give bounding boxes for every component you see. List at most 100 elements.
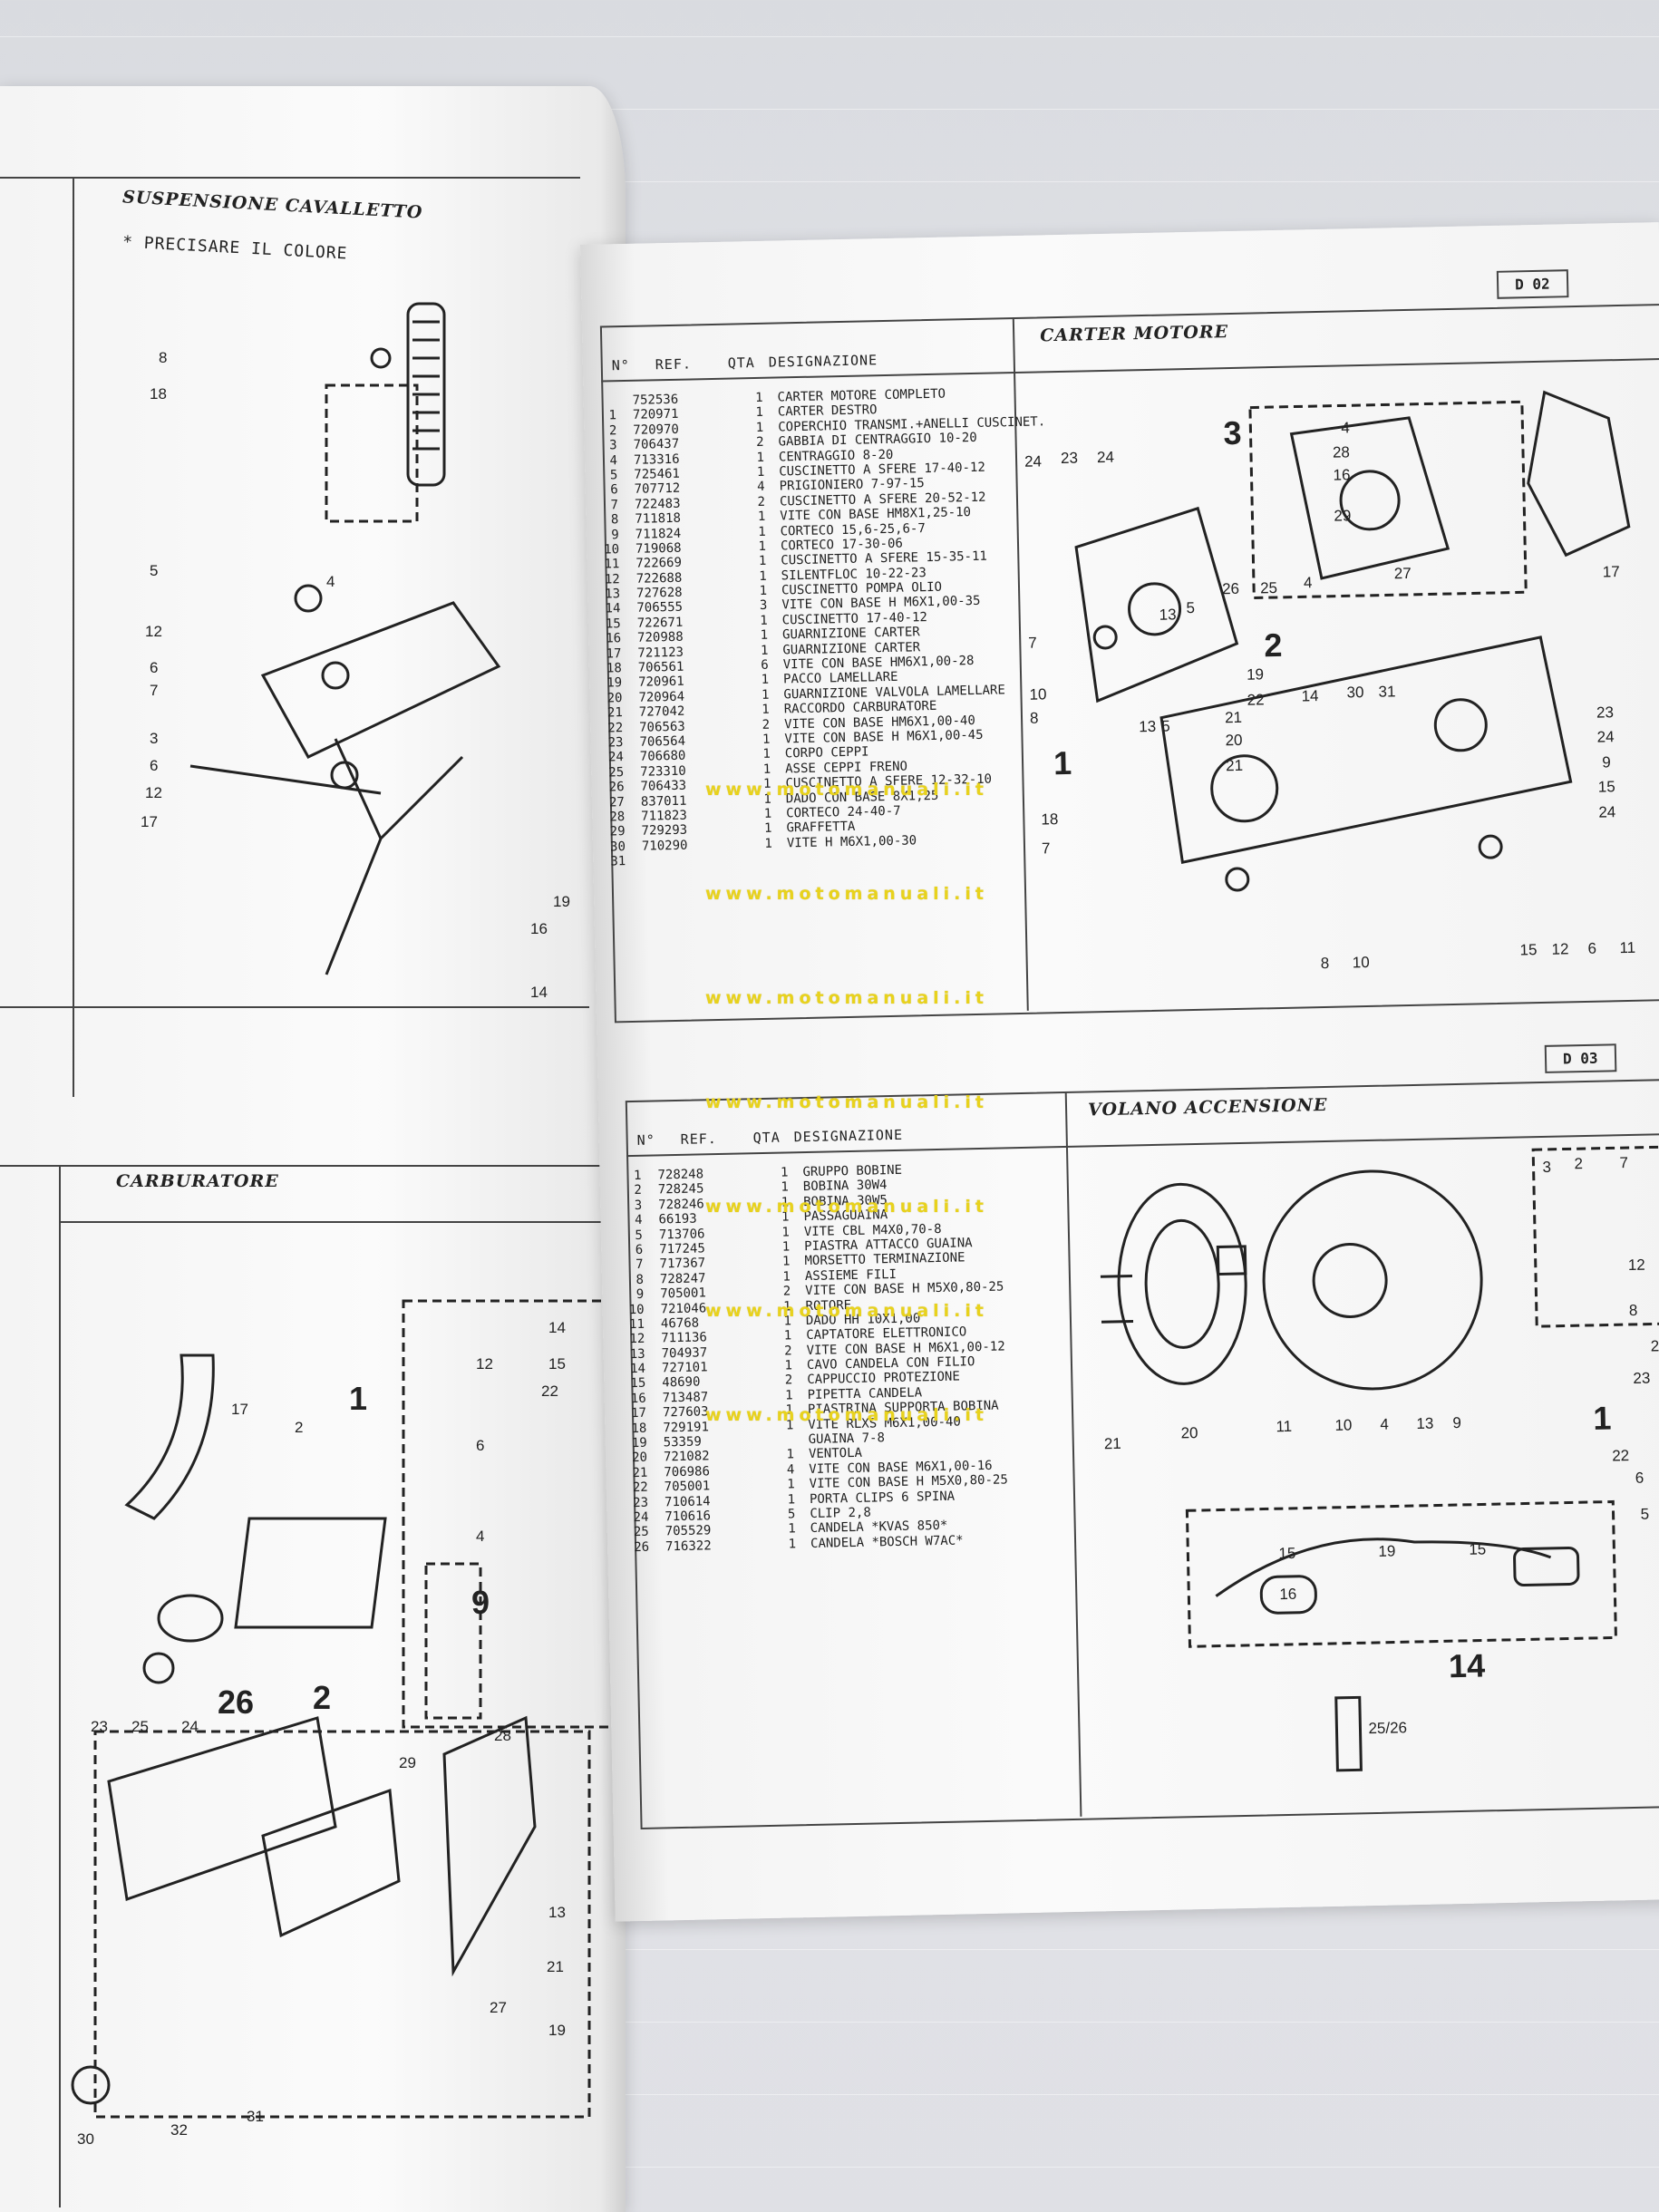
left-margin-rule <box>73 177 74 1097</box>
mid-rule-a <box>0 1006 589 1008</box>
part-number: 25 <box>633 1525 649 1540</box>
callout-12b: 12 <box>145 784 162 801</box>
bottom-left-margin-rule <box>59 1165 61 2207</box>
part-number: 13 <box>605 587 621 602</box>
right-page: D 02 N° REF. QTA DESIGNAZIONE CARTER MOT… <box>580 222 1659 1922</box>
part-number: 26 <box>634 1539 650 1555</box>
part-number: 5 <box>609 468 618 483</box>
part-qty: 1 <box>758 554 767 569</box>
watermark-3: www.motomanuali.it <box>705 988 988 1008</box>
part-number: 18 <box>606 661 622 676</box>
part-qty: 6 <box>761 657 769 673</box>
callout-17: 17 <box>141 813 158 830</box>
part-qty: 2 <box>784 1373 793 1389</box>
d03-callout-1: 1 <box>1593 1399 1612 1436</box>
carb-callout-22: 22 <box>541 1382 558 1400</box>
part-ref <box>626 852 742 869</box>
part-qty: 2 <box>783 1344 792 1359</box>
part-description: GRAFFETTA <box>786 820 856 836</box>
part-qty <box>742 851 772 867</box>
d02-callout-21b: 21 <box>1226 757 1243 774</box>
carb-callout-12: 12 <box>476 1355 493 1373</box>
callout-6: 6 <box>150 659 158 676</box>
part-qty: 1 <box>781 1239 791 1255</box>
section-title-carburetor: CARBURATORE <box>116 1171 279 1191</box>
d03-callout-3: 3 <box>1542 1159 1551 1176</box>
part-number: 13 <box>629 1346 645 1362</box>
part-number: 22 <box>632 1480 648 1496</box>
part-number: 5 <box>635 1227 644 1243</box>
d03-col-qta: QTA <box>752 1129 781 1147</box>
d02-callout-6: 6 <box>1587 940 1596 957</box>
suspension-stand-diagram: 8 18 5 12 4 6 7 3 6 12 17 16 14 13 19 <box>141 302 570 1001</box>
part-qty: 4 <box>757 480 765 495</box>
carb-callout-14: 14 <box>548 1319 566 1336</box>
d02-callout-25: 25 <box>1260 579 1277 597</box>
d02-callout-12: 12 <box>1551 940 1568 957</box>
carb-callout-6: 6 <box>476 1437 484 1454</box>
d02-callout-8b: 8 <box>1321 955 1330 972</box>
part-qty: 1 <box>762 747 771 762</box>
part-number: 15 <box>605 616 621 632</box>
part-qty: 1 <box>785 1388 793 1403</box>
d02-callout-1: 1 <box>1053 744 1072 781</box>
carb-callout-21: 21 <box>547 1958 564 1975</box>
d02-callout-15b: 15 <box>1519 941 1537 958</box>
part-qty: 1 <box>787 1491 796 1508</box>
part-number: 28 <box>609 810 626 825</box>
d02-callout-14: 14 <box>1301 687 1318 704</box>
part-number: 24 <box>607 750 625 765</box>
part-number: 19 <box>631 1435 647 1451</box>
part-number: 19 <box>606 675 623 691</box>
part-description: VITE H M6X1,00-30 <box>786 833 917 851</box>
part-number: 14 <box>629 1361 646 1377</box>
part-number: 16 <box>606 631 622 646</box>
carb-callout-4: 4 <box>476 1528 484 1545</box>
d02-callout-15: 15 <box>1598 778 1615 795</box>
part-qty: 1 <box>756 450 765 465</box>
d03-callout-13: 13 <box>1416 1415 1433 1432</box>
d02-callout-7: 7 <box>1028 635 1037 652</box>
d02-callout-30: 30 <box>1346 684 1363 701</box>
callout-6b: 6 <box>150 757 158 774</box>
part-number: 4 <box>609 452 618 468</box>
part-qty: 1 <box>760 613 768 628</box>
part-qty: 1 <box>762 732 771 747</box>
part-number: 6 <box>610 482 618 498</box>
d02-callout-10: 10 <box>1029 685 1046 703</box>
d02-diagram-title: CARTER MOTORE <box>1039 322 1229 346</box>
part-number: 11 <box>604 557 620 572</box>
carb-callout-31: 31 <box>247 2108 264 2125</box>
part-qty: 1 <box>781 1224 791 1240</box>
carb-callout-23: 23 <box>91 1718 108 1735</box>
carb-callout-15: 15 <box>548 1355 566 1373</box>
d03-callout-20: 20 <box>1180 1424 1198 1441</box>
part-number: 18 <box>631 1421 647 1436</box>
flywheel-ignition-diagram: 3 2 7 12 8 24 23 1 21 20 11 10 4 13 9 22… <box>1100 1145 1659 1772</box>
callout-8: 8 <box>159 349 167 366</box>
d02-callout-23b: 23 <box>1596 703 1614 721</box>
part-number: 27 <box>608 794 626 810</box>
d03-callout-14: 14 <box>1449 1646 1486 1684</box>
d03-col-n: N° <box>636 1131 655 1149</box>
part-qty: 1 <box>760 643 769 658</box>
d02-callout-24b: 24 <box>1097 449 1114 466</box>
d03-callout-6: 6 <box>1635 1470 1644 1487</box>
part-number: 8 <box>635 1272 645 1287</box>
callout-14: 14 <box>530 984 548 1001</box>
part-ref: 716322 <box>665 1538 712 1555</box>
part-number: 10 <box>604 542 620 558</box>
d03-callout-25-26: 25/26 <box>1368 1719 1407 1737</box>
carb-callout-29: 29 <box>399 1754 416 1771</box>
part-number: 4 <box>634 1212 643 1228</box>
d02-callout-27: 27 <box>1394 565 1412 582</box>
callout-7: 7 <box>150 682 158 699</box>
d03-callout-4: 4 <box>1380 1416 1389 1433</box>
d03-callout-8: 8 <box>1629 1302 1638 1319</box>
part-number: 29 <box>609 824 626 839</box>
callout-3: 3 <box>150 730 158 747</box>
d02-col-desc: DESIGNAZIONE <box>768 352 878 371</box>
d02-callout-31: 31 <box>1378 683 1395 700</box>
d02-callout-5: 5 <box>1186 599 1195 616</box>
part-qty: 2 <box>756 434 764 451</box>
